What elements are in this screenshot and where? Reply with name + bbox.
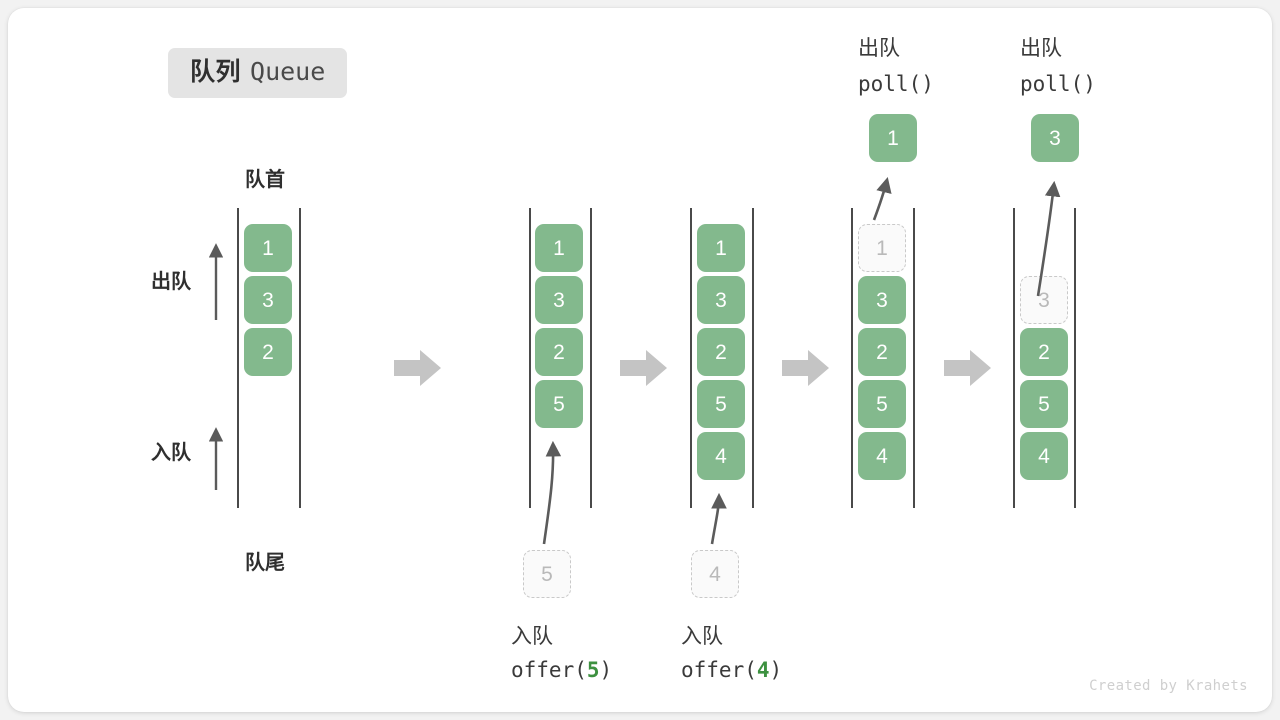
head-label: 队首 — [245, 169, 285, 191]
queue3-code-suffix: ) — [769, 658, 783, 682]
queue3-caption-code: offer(4) — [681, 660, 782, 681]
flow-arrow-2 — [620, 350, 667, 386]
queue1-element-2: 2 — [244, 328, 292, 376]
queue4-removed-ghost: 1 — [858, 224, 906, 272]
queue2-incoming-arrow-icon — [542, 440, 562, 545]
diagram-stage: 队列 Queue 队首 队尾 出队 入队 1 3 2 1 3 2 5 5 入队 o… — [8, 8, 1272, 712]
queue4-caption-cn: 出队 — [858, 37, 900, 60]
diagram-card: 队列 Queue 队首 队尾 出队 入队 1 3 2 1 3 2 5 5 入队 o… — [8, 8, 1272, 712]
title-chinese: 队列 — [190, 58, 242, 86]
queue3-element-0: 1 — [697, 224, 745, 272]
queue4-caption-code: poll() — [858, 72, 934, 96]
queue4-popped-element: 1 — [869, 114, 917, 162]
queue5-removed-ghost: 3 — [1020, 276, 1068, 324]
queue2-code-prefix: offer( — [511, 658, 587, 682]
title-badge: 队列 Queue — [168, 48, 348, 98]
queue3-incoming-arrow-icon — [710, 492, 727, 545]
queue5-rail-right — [1074, 208, 1076, 508]
queue2-element-2: 2 — [535, 328, 583, 376]
queue2-caption-code: offer(5) — [511, 660, 612, 681]
queue3-element-1: 3 — [697, 276, 745, 324]
queue2-code-arg: 5 — [586, 658, 600, 682]
queue4-element-1: 2 — [858, 328, 906, 376]
queue5-element-2: 4 — [1020, 432, 1068, 480]
queue4-rail-right — [913, 208, 915, 508]
queue3-rail-right — [752, 208, 754, 508]
queue5-element-0: 2 — [1020, 328, 1068, 376]
queue3-incoming-ghost: 4 — [691, 550, 739, 598]
queue1-rail-left — [237, 208, 239, 508]
queue4-element-3: 4 — [858, 432, 906, 480]
queue2-element-1: 3 — [535, 276, 583, 324]
queue4-popped-arrow-icon — [872, 176, 892, 221]
queue5-caption-cn: 出队 — [1020, 37, 1062, 60]
flow-arrow-1 — [394, 350, 441, 386]
queue3-caption-cn: 入队 — [681, 625, 723, 648]
queue2-rail-right — [590, 208, 592, 508]
queue1-rail-right — [299, 208, 301, 508]
queue5-caption-code: poll() — [1020, 72, 1096, 96]
dequeue-label: 出队 — [151, 271, 191, 293]
queue5-rail-left — [1013, 208, 1015, 508]
tail-label: 队尾 — [245, 552, 285, 574]
queue3-code-arg: 4 — [756, 658, 770, 682]
queue3-code-prefix: offer( — [681, 658, 757, 682]
queue3-element-4: 4 — [697, 432, 745, 480]
queue1-element-0: 1 — [244, 224, 292, 272]
title-english: Queue — [250, 57, 326, 86]
queue3-element-3: 5 — [697, 380, 745, 428]
queue2-element-3: 5 — [535, 380, 583, 428]
queue4-element-2: 5 — [858, 380, 906, 428]
queue2-code-suffix: ) — [599, 658, 613, 682]
queue5-popped-element: 3 — [1031, 114, 1079, 162]
queue5-element-1: 5 — [1020, 380, 1068, 428]
queue2-element-0: 1 — [535, 224, 583, 272]
queue2-caption-cn: 入队 — [511, 625, 553, 648]
queue2-incoming-ghost: 5 — [523, 550, 571, 598]
queue3-element-2: 2 — [697, 328, 745, 376]
queue2-rail-left — [529, 208, 531, 508]
credit-text: Created by Krahets — [1089, 678, 1248, 694]
queue3-rail-left — [690, 208, 692, 508]
queue4-rail-left — [851, 208, 853, 508]
enqueue-label: 入队 — [151, 442, 191, 464]
queue1-element-1: 3 — [244, 276, 292, 324]
queue4-element-0: 3 — [858, 276, 906, 324]
flow-arrow-3 — [782, 350, 829, 386]
flow-arrow-4 — [944, 350, 991, 386]
